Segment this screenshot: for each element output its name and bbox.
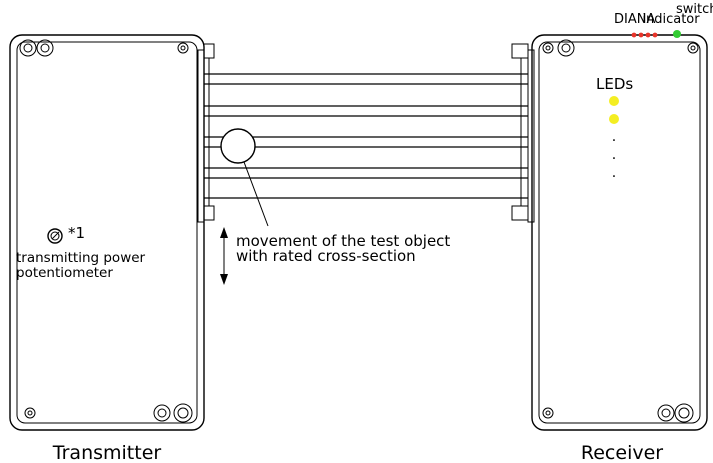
screw-hole-icon xyxy=(24,407,36,419)
screw-hole-icon xyxy=(153,404,171,422)
transmitter-label: Transmitter xyxy=(52,442,162,463)
potentiometer-label-line2: potentiometer xyxy=(16,265,113,281)
ellipsis-dot: . xyxy=(612,129,616,145)
receiver-led xyxy=(609,96,619,106)
receiver-label: Receiver xyxy=(581,442,663,463)
switch-indicator-led xyxy=(673,30,681,38)
double-arrow-icon xyxy=(220,227,228,285)
transmitter-bracket xyxy=(197,43,215,223)
indicator-label: indicator xyxy=(642,12,700,27)
diana-label: DIANA xyxy=(614,12,655,27)
screw-hole-icon xyxy=(173,403,193,423)
test-object xyxy=(220,128,256,164)
movement-label-line2: with rated cross-section xyxy=(236,247,416,265)
screw-hole-icon xyxy=(687,42,699,54)
receiver-housing-inner xyxy=(538,41,701,424)
screw-hole-icon xyxy=(36,39,54,57)
receiver-unit: DIANA switch indicator LEDs . . . Receiv… xyxy=(511,2,713,463)
transmitter-housing-inner xyxy=(16,41,198,424)
diana-led xyxy=(631,32,637,38)
potentiometer-dial-icon xyxy=(47,228,63,244)
receiver-bracket xyxy=(511,43,535,223)
diana-led xyxy=(652,32,658,38)
screw-hole-icon xyxy=(177,42,189,54)
diana-led xyxy=(645,32,651,38)
screw-hole-icon xyxy=(557,39,575,57)
potentiometer-label-line1: transmitting power xyxy=(16,250,146,266)
screw-hole-icon xyxy=(542,42,554,54)
diana-indicator-leds xyxy=(631,32,658,38)
transmitter-unit: *1 transmitting power potentiometer Tran… xyxy=(9,34,215,463)
screw-hole-icon xyxy=(657,404,675,422)
ellipsis-dot: . xyxy=(612,165,616,181)
test-object-leader-line xyxy=(243,161,269,227)
leds-label: LEDs xyxy=(596,75,633,93)
receiver-led xyxy=(609,114,619,124)
screw-hole-icon xyxy=(674,403,694,423)
screw-hole-icon xyxy=(19,39,37,57)
transmitter-housing-outer xyxy=(9,34,205,431)
receiver-housing-outer xyxy=(531,34,708,431)
movement-label-line1: movement of the test object xyxy=(236,232,450,250)
diana-led xyxy=(638,32,644,38)
switch-label: switch xyxy=(676,2,713,17)
ellipsis-dot: . xyxy=(612,147,616,163)
screw-hole-icon xyxy=(542,407,554,419)
footnote-marker: *1 xyxy=(68,224,85,242)
